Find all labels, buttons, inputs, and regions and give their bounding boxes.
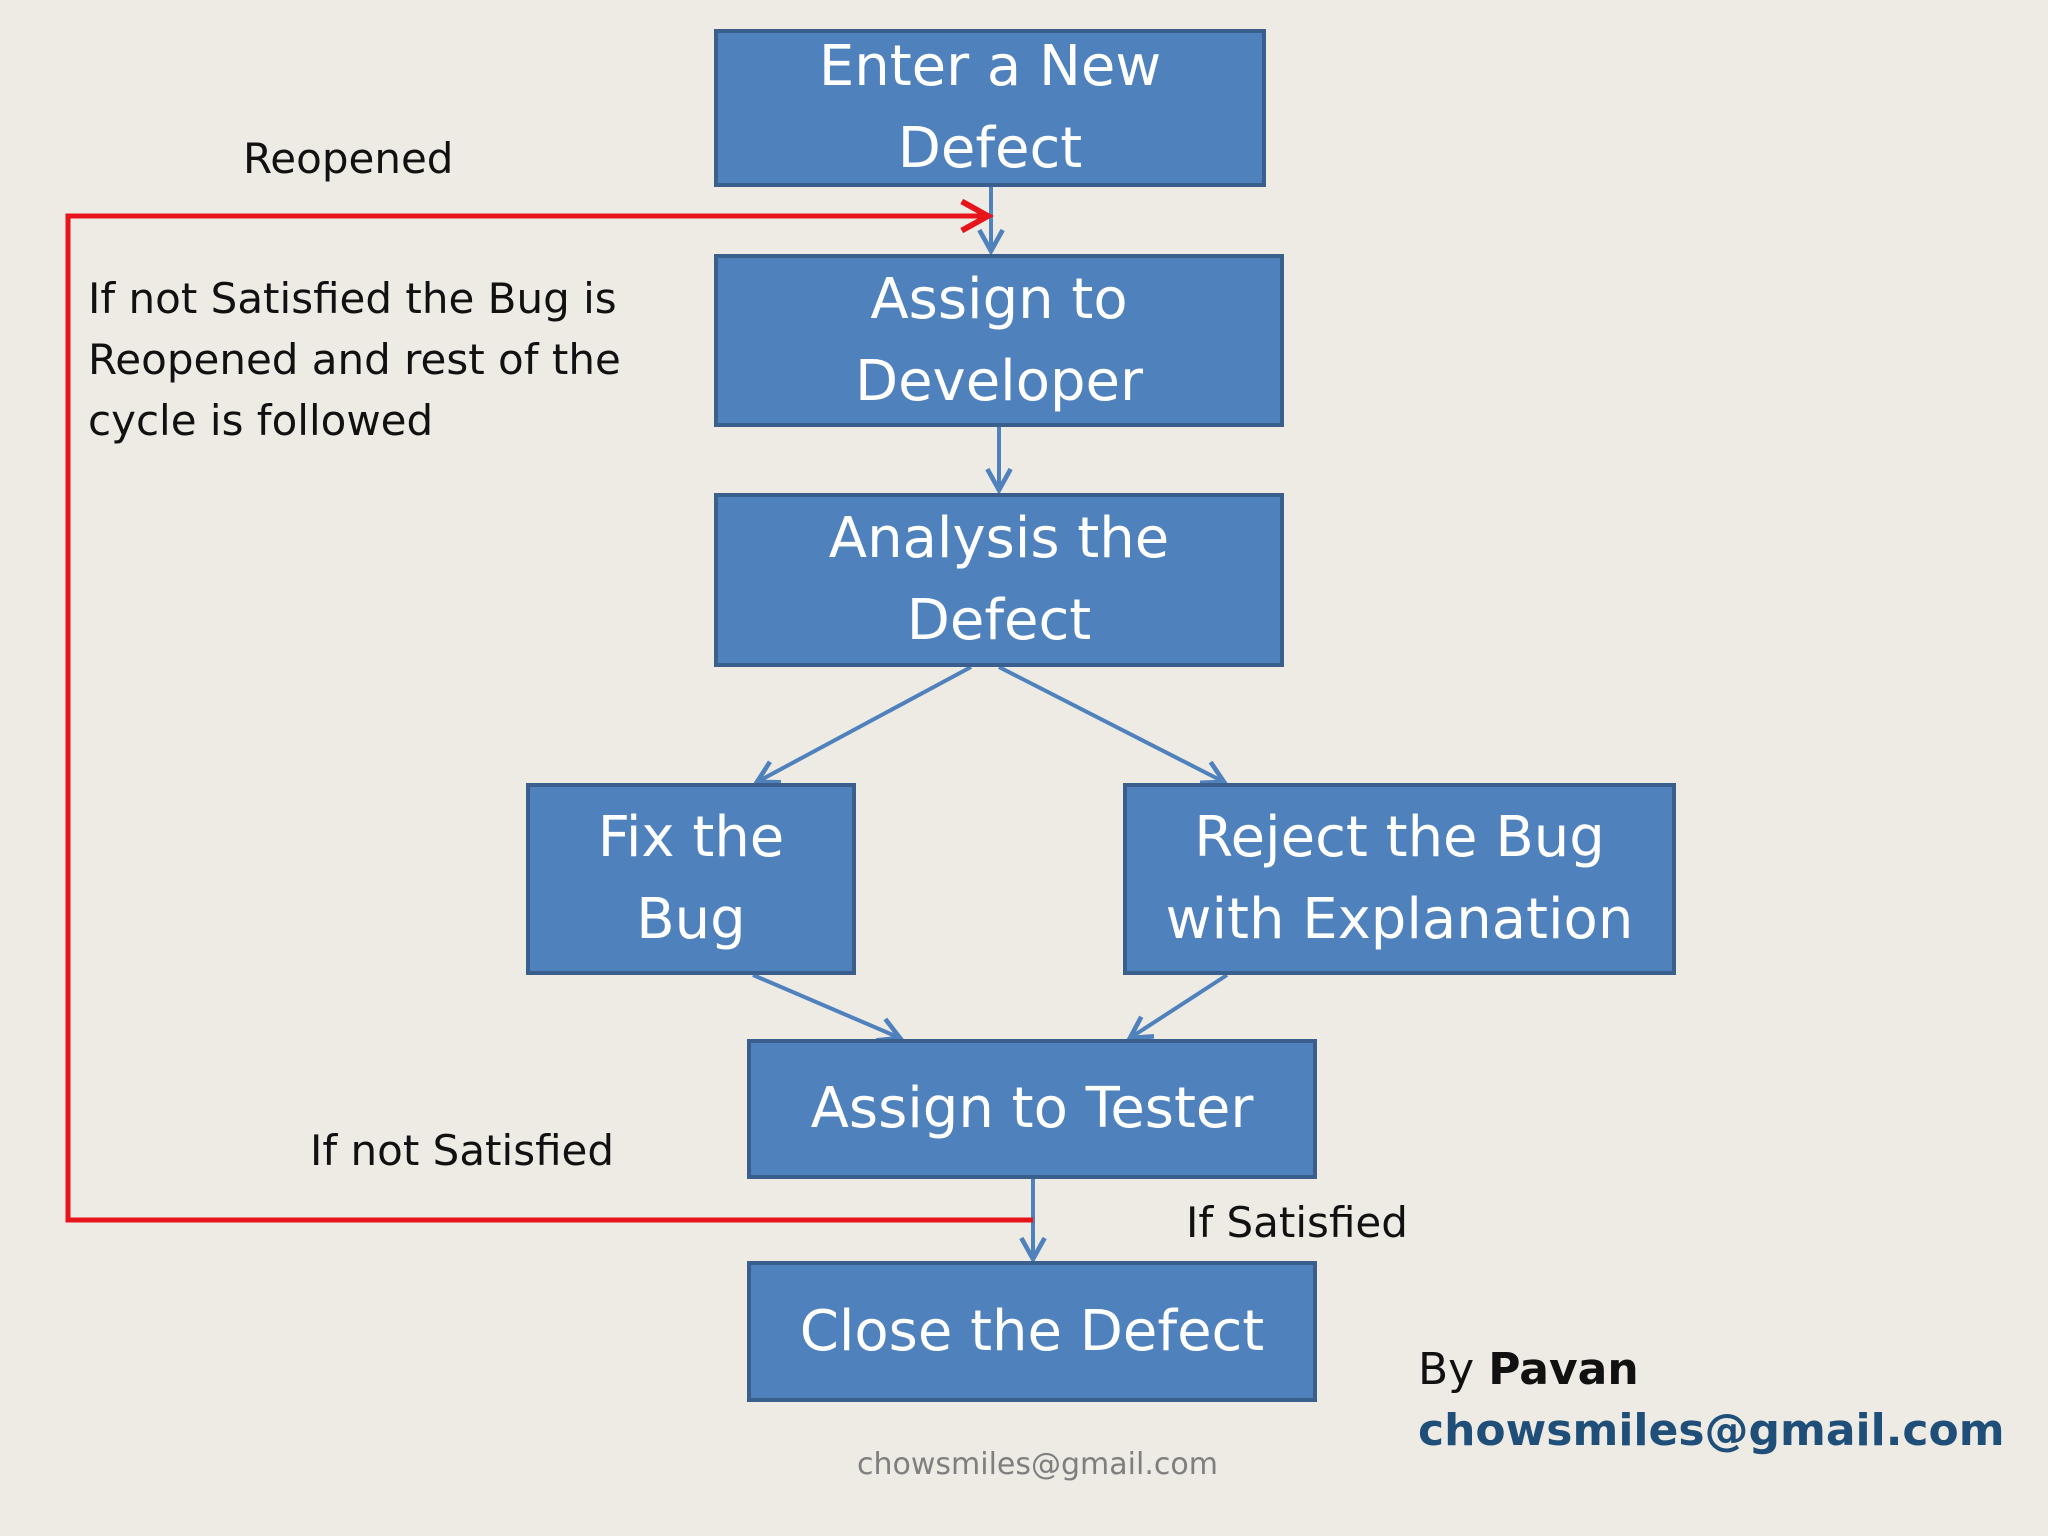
assign-to-tester-box: Assign to Tester — [747, 1039, 1317, 1179]
arrow-fix-bug-to-assign-tester — [752, 973, 900, 1038]
if-not-satisfied-label: If not Satisfied — [310, 1126, 615, 1175]
close-defect-label: Close the Defect — [799, 1298, 1265, 1364]
author-by-line: By Pavan — [1418, 1344, 1639, 1395]
reject-bug-box: Reject the Bug with Explanation — [1123, 783, 1676, 975]
reject-bug-label: Reject the Bug with Explanation — [1165, 805, 1634, 952]
enter-new-defect-box: Enter a New Defect — [714, 29, 1266, 187]
assign-to-developer-label: Assign to Developer — [854, 266, 1143, 414]
close-defect-box: Close the Defect — [747, 1261, 1317, 1402]
analysis-defect-label: Analysis the Defect — [828, 506, 1170, 653]
author-name: Pavan — [1488, 1344, 1639, 1395]
arrow-reject-bug-to-assign-tester — [1130, 973, 1229, 1038]
reopened-label: Reopened — [243, 134, 454, 183]
reopen-loop-line — [65, 216, 1033, 1223]
reopen-explanation-note: If not Satisfied the Bug is Reopened and… — [88, 274, 621, 445]
author-email: chowsmiles@gmail.com — [1418, 1405, 2005, 1456]
arrow-analysis-to-reject-bug — [998, 665, 1224, 782]
fix-bug-box: Fix the Bug — [526, 783, 856, 975]
author-by-prefix: By — [1418, 1344, 1489, 1395]
if-satisfied-label: If Satisfied — [1186, 1198, 1408, 1247]
assign-to-developer-box: Assign to Developer — [714, 254, 1284, 427]
arrow-analysis-to-fix-bug — [757, 665, 972, 782]
analysis-defect-box: Analysis the Defect — [714, 493, 1284, 667]
fix-bug-label: Fix the Bug — [597, 805, 785, 952]
enter-new-defect-label: Enter a New Defect — [818, 34, 1162, 181]
footer-email: chowsmiles@gmail.com — [857, 1447, 1218, 1482]
assign-to-tester-label: Assign to Tester — [810, 1076, 1254, 1141]
